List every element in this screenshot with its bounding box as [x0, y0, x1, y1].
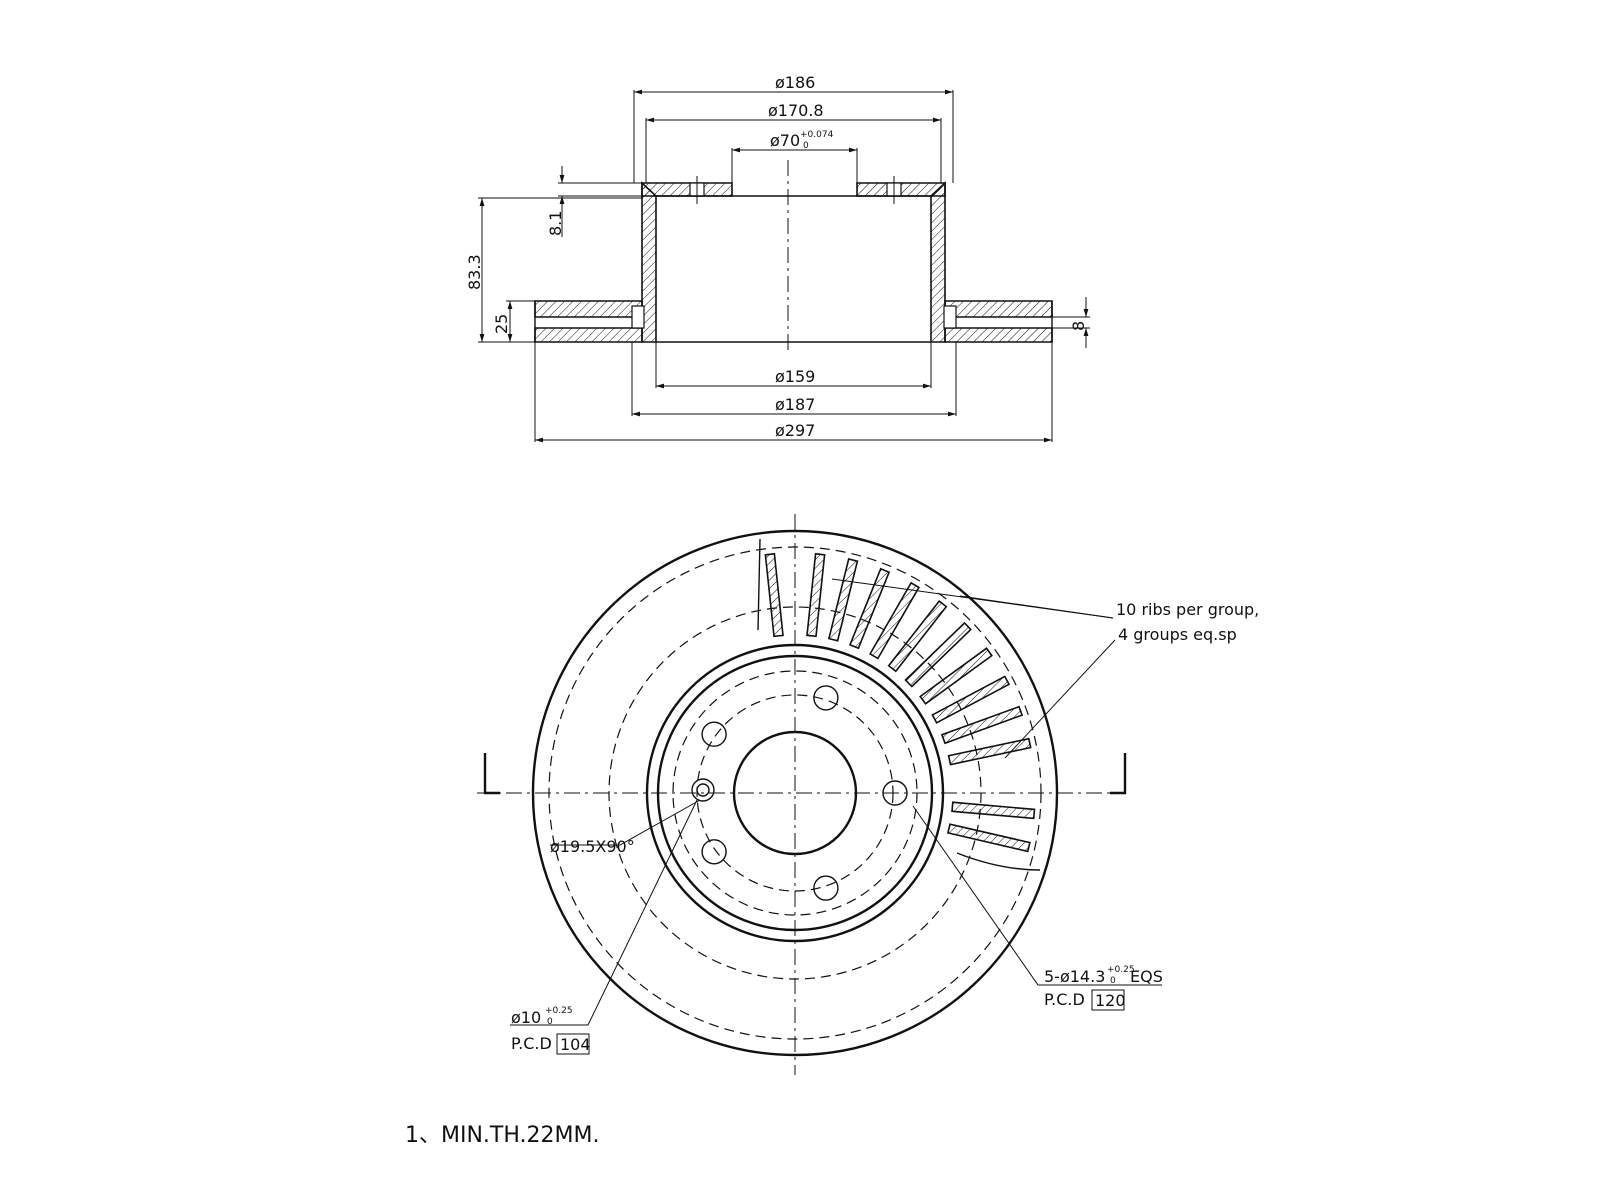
bolt-holes-suffix: EQS	[1130, 967, 1163, 986]
hat-wall-right	[930, 181, 946, 343]
cooling-rib	[951, 801, 1036, 820]
cooling-rib	[806, 552, 826, 638]
pin-pcd-value: 104	[560, 1035, 591, 1054]
section-view: ø186 ø170.8 ø70 +0.074 0 8.1 83.3 25 8	[465, 73, 1090, 443]
pin-pcd-label: P.C.D	[511, 1034, 552, 1053]
rotor-plate-right-top	[944, 300, 1053, 318]
cooling-rib	[947, 737, 1032, 766]
cooling-rib	[887, 599, 948, 673]
cooling-rib	[827, 558, 859, 642]
bolt-hole	[701, 839, 727, 865]
cooling-rib	[764, 552, 784, 638]
cooling-rib	[869, 581, 920, 660]
dim-d297: ø297	[775, 421, 815, 440]
bolt-pcd-label: P.C.D	[1044, 990, 1085, 1009]
plan-view: 10 ribs per group, 4 groups eq.sp ø19.5X…	[477, 514, 1259, 1075]
bolt-hole	[882, 780, 908, 806]
bolt-holes-tol-upper: +0.25	[1107, 965, 1135, 975]
cooling-rib	[940, 705, 1024, 745]
hat-inner-circle	[656, 654, 934, 932]
dim-d170-8: ø170.8	[768, 101, 824, 120]
dim-d187: ø187	[775, 395, 815, 414]
ribs-note-line2: 4 groups eq.sp	[1118, 625, 1237, 644]
center-bore	[732, 730, 858, 856]
dim-d70: ø70	[770, 131, 800, 150]
disc-outer-edge	[531, 529, 1059, 1057]
rotor-plate-right-bottom	[944, 327, 1053, 343]
cooling-ribs	[764, 552, 1036, 853]
pin-holes-tol-lower: 0	[547, 1017, 553, 1027]
dim-h8-1: 8.1	[546, 211, 565, 236]
pin-holes-tol-upper: +0.25	[545, 1006, 573, 1016]
dim-h25: 25	[492, 314, 511, 334]
bolt-holes-tol-lower: 0	[1110, 976, 1116, 986]
dim-h8: 8	[1069, 321, 1088, 331]
hat-top-left	[641, 182, 733, 197]
cooling-rib	[946, 823, 1031, 853]
cooling-rib	[904, 621, 972, 688]
bolt-hole	[813, 875, 839, 901]
pin-holes-label: ø10	[511, 1008, 541, 1027]
cooling-rib	[919, 647, 993, 705]
bolt-holes-label: 5-ø14.3	[1044, 967, 1105, 986]
ribs-note-line1: 10 ribs per group,	[1116, 600, 1259, 619]
rotor-plate-left-bottom	[534, 327, 643, 343]
dim-d70-tol-upper: +0.074	[800, 130, 834, 140]
chamfer-label: ø19.5X90°	[550, 837, 635, 856]
bolt-hole	[701, 721, 727, 747]
dim-d70-tol-lower: 0	[803, 141, 809, 151]
bolt-pcd-value: 120	[1095, 991, 1126, 1010]
pin-hole	[691, 778, 715, 802]
dim-d186: ø186	[775, 73, 815, 92]
dim-d159: ø159	[775, 367, 815, 386]
note-min-thickness: 1、MIN.TH.22MM.	[405, 1123, 599, 1148]
hat-outer-circle	[645, 643, 945, 943]
cooling-rib	[848, 567, 891, 650]
dim-h83-3: 83.3	[465, 254, 484, 290]
bolt-hole	[813, 685, 839, 711]
bolt-holes	[701, 685, 908, 901]
cooling-rib	[931, 675, 1011, 724]
rotor-plate-left-top	[534, 300, 643, 318]
